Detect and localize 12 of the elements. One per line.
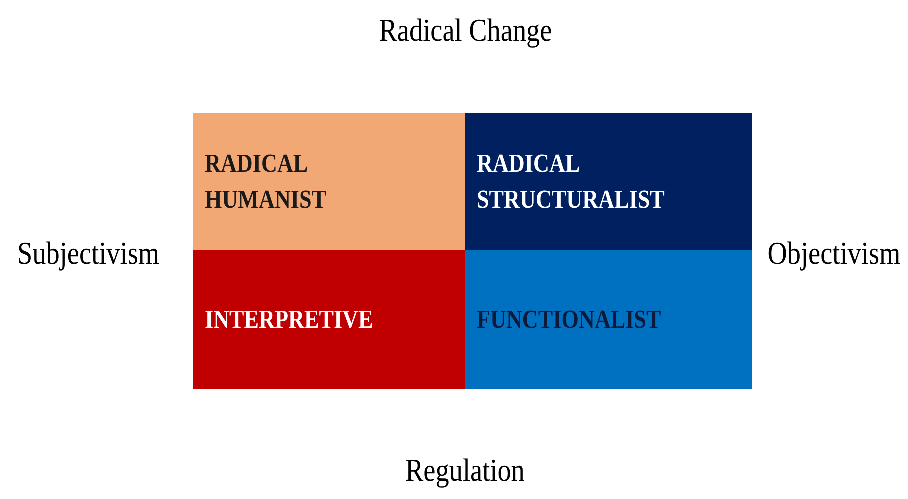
axis-label: Subjectivism bbox=[17, 235, 160, 272]
quadrant-box bbox=[193, 113, 465, 250]
quadrant-box bbox=[465, 250, 752, 389]
quadrant-title: RADICAL STRUCTURALIST bbox=[477, 148, 666, 216]
quadrant-box bbox=[193, 250, 465, 389]
quadrant-title: FUNCTIONALIST bbox=[477, 304, 662, 336]
quadrant-title: RADICAL HUMANIST bbox=[205, 148, 328, 216]
quadrant-box bbox=[465, 113, 752, 250]
axis-label: Objectivism bbox=[768, 235, 901, 272]
quadrant-title: INTERPRETIVE bbox=[205, 304, 374, 336]
axis-label: Radical Change bbox=[378, 12, 552, 49]
axis-label: Regulation bbox=[406, 452, 525, 489]
